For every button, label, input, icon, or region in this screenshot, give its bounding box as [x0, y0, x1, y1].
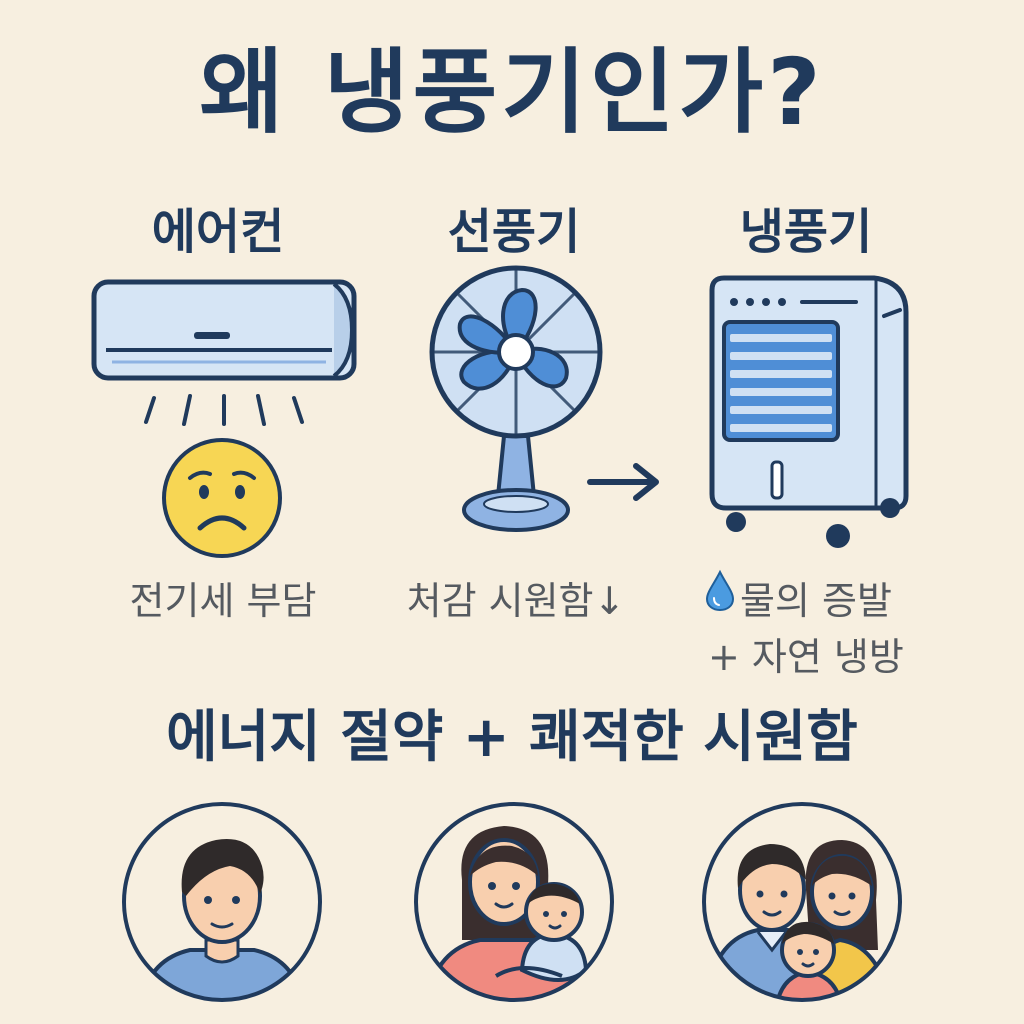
mother-with-baby-icon [414, 802, 614, 1002]
worried-face-icon [162, 438, 282, 558]
family-icon [702, 802, 902, 1002]
man-avatar-icon [122, 802, 322, 1002]
electric-fan-icon [429, 265, 603, 532]
caption-air-conditioner: 전기세 부담 [129, 579, 317, 623]
water-drop-icon [705, 569, 735, 612]
heading-air-cooler: 냉풍기 [739, 204, 873, 260]
cold-air-lines-icon [144, 394, 304, 426]
tagline: 에너지 절약 + 쾌적한 시원함 [166, 705, 858, 770]
caption-air-cooler-line1: 물의 증발 [740, 579, 892, 623]
air-conditioner-icon [91, 279, 357, 381]
caption-fan: 처감 시원함↓ [406, 579, 626, 623]
heading-fan: 선풍기 [447, 204, 581, 260]
caption-air-cooler-line2: + 자연 냉방 [708, 635, 904, 679]
air-cooler-icon [709, 275, 909, 548]
heading-air-conditioner: 에어컨 [151, 204, 285, 260]
page-title: 왜 냉풍기인가? [199, 39, 825, 146]
right-arrow-icon [587, 463, 659, 501]
